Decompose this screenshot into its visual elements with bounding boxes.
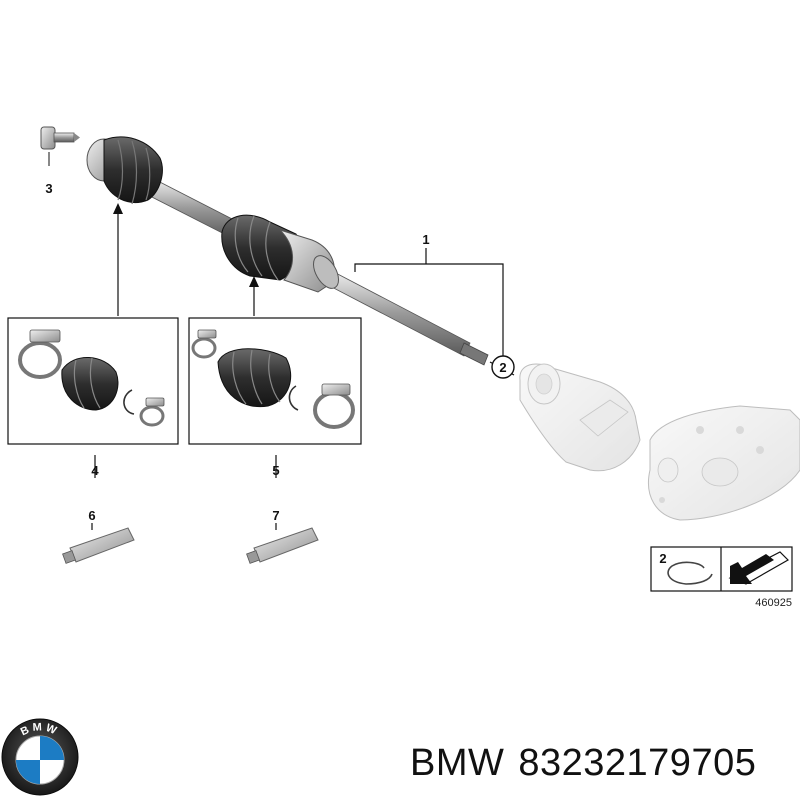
- figure-number: 460925: [755, 597, 792, 609]
- svg-text:BMW: BMW: [19, 721, 61, 738]
- arrow-up-icon: [113, 203, 123, 214]
- callout-7: 7: [272, 508, 279, 523]
- legend-callout-2: 2: [659, 551, 666, 566]
- replace-part-icon: [728, 551, 789, 585]
- callout-6: 6: [88, 508, 95, 523]
- callout-5: 5: [272, 463, 279, 478]
- bolt-part: [40, 126, 80, 166]
- transmission-housing: [519, 363, 800, 521]
- callout-circle: [491, 355, 515, 379]
- arrowheads: [113, 203, 259, 287]
- logo-text: BMW: [19, 721, 58, 738]
- arrow-up-icon: [249, 276, 259, 287]
- grease-tube-part-6: [62, 527, 135, 564]
- part-number: 83232179705: [518, 742, 757, 784]
- legend-box: 2 460925: [650, 546, 793, 609]
- callout-1: 1: [422, 232, 429, 247]
- grease-tube-part-7: [246, 527, 319, 564]
- circlip-icon: [667, 561, 713, 585]
- bmw-roundel-icon: BMW: [1, 718, 79, 796]
- callout-2: 2: [499, 360, 506, 375]
- outer-boot-kit-box: [7, 317, 179, 445]
- callout-3: 3: [45, 181, 52, 196]
- brand-name: BMW: [410, 742, 505, 784]
- inner-boot-kit-box: [188, 317, 362, 445]
- callout-4: 4: [91, 463, 99, 478]
- part-caption: BMW 83232179705: [410, 738, 795, 788]
- drive-shaft-assembly: [86, 136, 489, 366]
